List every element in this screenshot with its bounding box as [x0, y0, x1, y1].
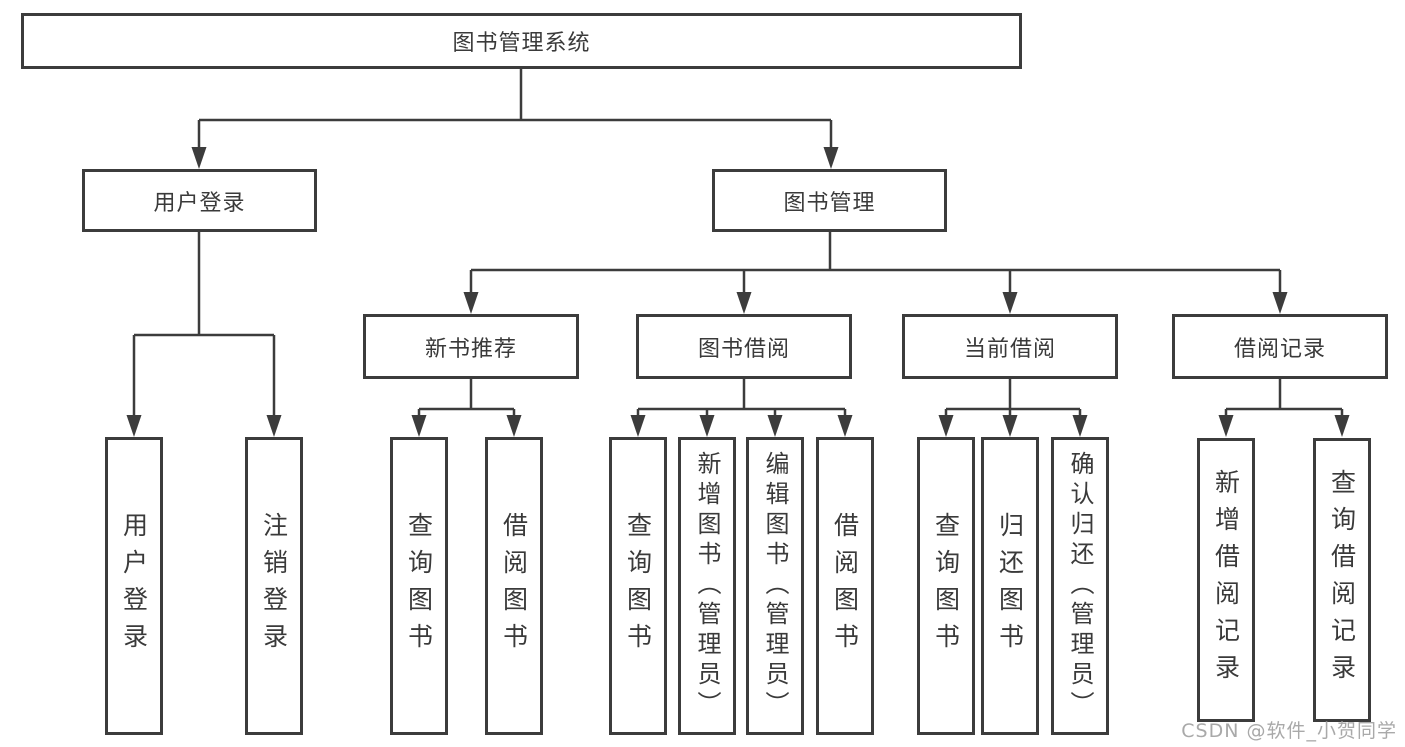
node-label: 借阅记录	[1233, 336, 1326, 362]
leaf-label: 注销登录	[259, 512, 289, 660]
leaf-query-books: 查询图书	[917, 437, 975, 735]
leaf-label: 确认归还（管理员）	[1066, 451, 1094, 721]
leaf-query-borrow-record: 查询借阅记录	[1313, 438, 1371, 722]
leaf-label: 借阅图书	[830, 512, 860, 660]
arrowhead	[736, 292, 752, 314]
node-user-login: 用户登录	[82, 169, 317, 232]
watermark: CSDN @软件_小贺同学	[1181, 720, 1397, 742]
node-label: 新书推荐	[424, 336, 517, 362]
node-new-book-recommend: 新书推荐	[363, 314, 579, 379]
arrowhead	[463, 292, 479, 314]
leaf-user-login: 用户登录	[105, 437, 163, 735]
leaf-edit-book-admin: 编辑图书（管理员）	[746, 437, 804, 735]
leaf-label: 查询借阅记录	[1327, 469, 1357, 691]
node-label: 当前借阅	[963, 336, 1056, 362]
leaf-label: 归还图书	[995, 512, 1025, 660]
leaf-query-books: 查询图书	[609, 437, 667, 735]
leaf-label: 编辑图书（管理员）	[761, 451, 789, 721]
leaf-add-book-admin: 新增图书（管理员）	[678, 437, 736, 735]
arrowhead	[1002, 292, 1018, 314]
node-library-management-system: 图书管理系统	[21, 13, 1022, 69]
leaf-label: 查询图书	[404, 512, 434, 660]
arrowhead	[126, 415, 142, 437]
leaf-label: 用户登录	[119, 512, 149, 660]
leaf-label: 查询图书	[931, 512, 961, 660]
arrowhead	[938, 415, 954, 437]
leaf-label: 借阅图书	[499, 512, 529, 660]
node-book-management: 图书管理	[712, 169, 947, 232]
node-label: 用户登录	[153, 190, 246, 216]
leaf-add-borrow-record: 新增借阅记录	[1197, 438, 1255, 722]
arrowhead	[191, 147, 207, 169]
arrowhead	[266, 415, 282, 437]
arrowhead	[1218, 415, 1234, 437]
node-label: 图书管理系统	[452, 31, 591, 56]
leaf-borrow-book: 借阅图书	[816, 437, 874, 735]
arrowhead	[767, 415, 783, 437]
node-book-borrow: 图书借阅	[636, 314, 852, 379]
arrowhead	[1272, 292, 1288, 314]
node-label: 图书借阅	[697, 336, 790, 362]
leaf-confirm-return-admin: 确认归还（管理员）	[1051, 437, 1109, 735]
arrowhead	[823, 147, 839, 169]
leaf-label: 新增图书（管理员）	[693, 451, 721, 721]
leaf-label: 新增借阅记录	[1211, 469, 1241, 691]
arrowhead	[411, 415, 427, 437]
leaf-label: 查询图书	[623, 512, 653, 660]
node-borrow-records: 借阅记录	[1172, 314, 1388, 379]
node-label: 图书管理	[783, 190, 876, 216]
arrowhead	[699, 415, 715, 437]
arrowhead	[1072, 415, 1088, 437]
arrowhead	[630, 415, 646, 437]
arrowhead	[1002, 415, 1018, 437]
node-current-borrow: 当前借阅	[902, 314, 1118, 379]
leaf-borrow-book: 借阅图书	[485, 437, 543, 735]
arrowhead	[1334, 415, 1350, 437]
arrowhead	[506, 415, 522, 437]
leaf-return-book: 归还图书	[981, 437, 1039, 735]
leaf-query-books: 查询图书	[390, 437, 448, 735]
leaf-logout: 注销登录	[245, 437, 303, 735]
arrowhead	[837, 415, 853, 437]
